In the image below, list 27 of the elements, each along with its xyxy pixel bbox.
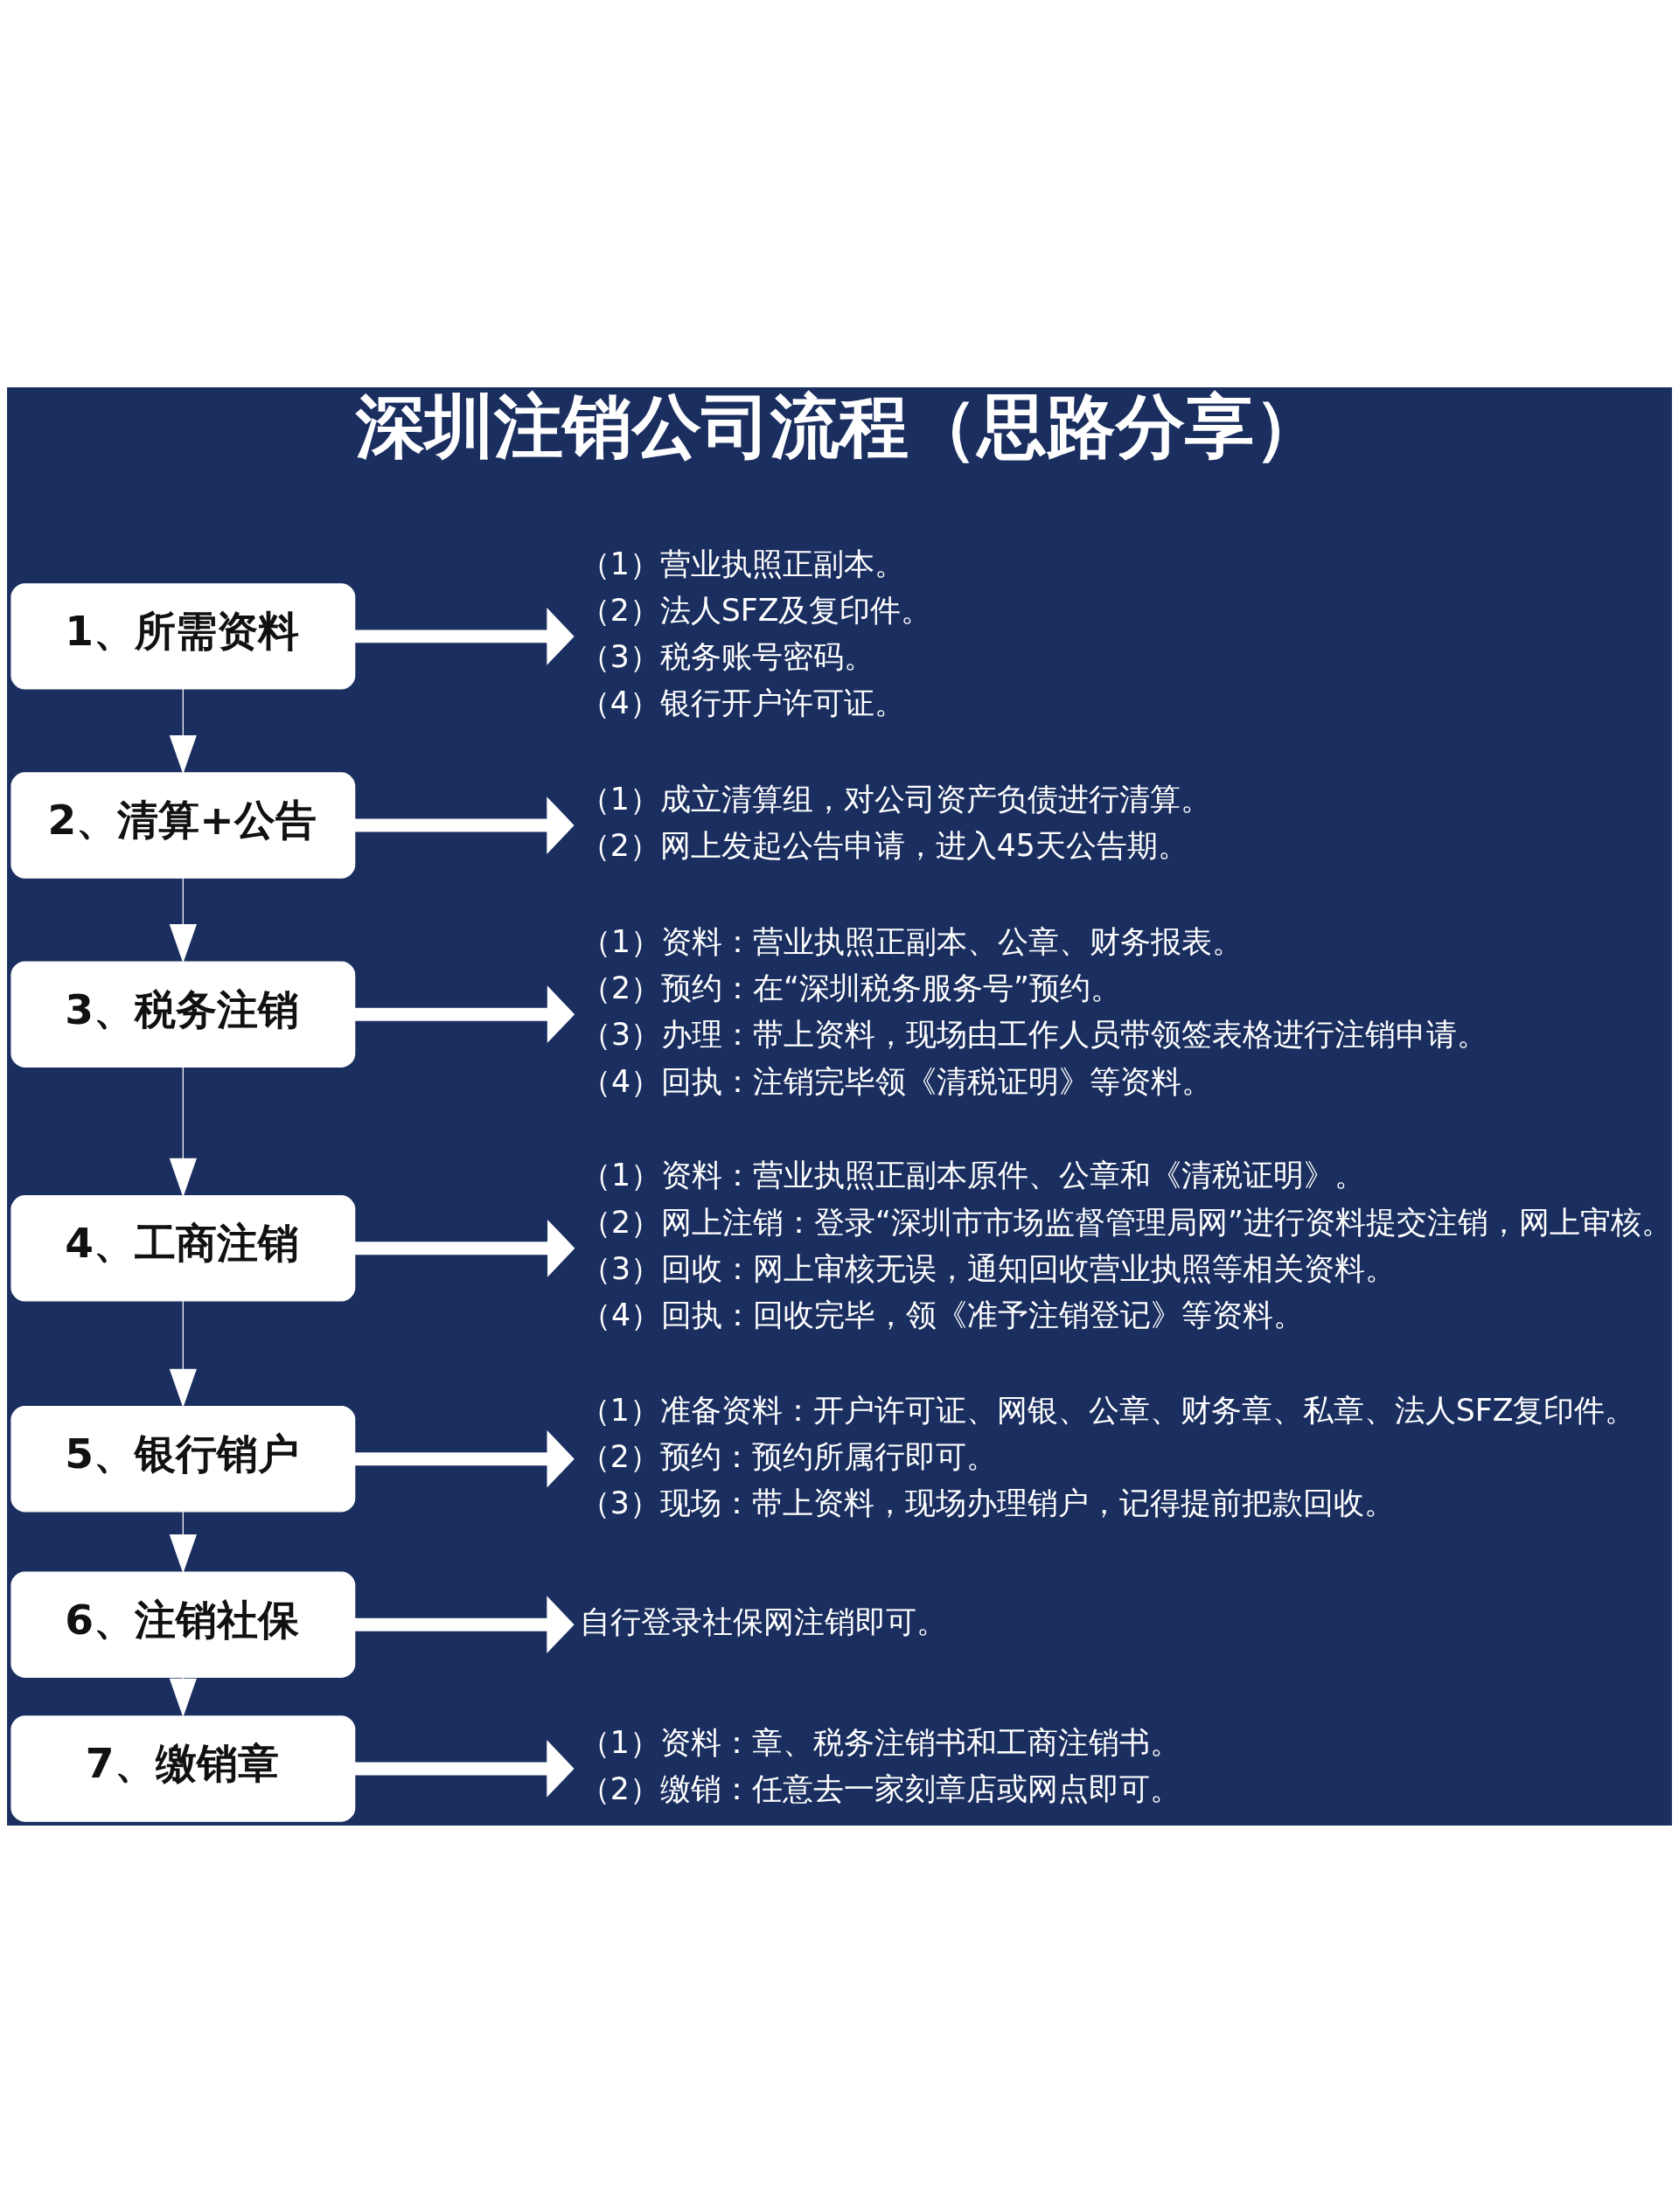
- diagram-title: 深圳注销公司流程（思路分享）: [355, 385, 1323, 467]
- node-box: 4、工商注销: [10, 1194, 356, 1301]
- node-text: 自行登录社保网注销即可。: [579, 1603, 947, 1639]
- node-box: 7、缴销章: [10, 1715, 356, 1822]
- arrow: [354, 607, 575, 665]
- arrow: [355, 984, 575, 1043]
- node-text: （1）成立清算组，对公司资产负债进行清算。 （2）网上发起公告申请，进入45天公告期。: [579, 781, 1211, 863]
- arrow: [169, 1678, 197, 1717]
- arrow: [354, 1739, 575, 1798]
- arrow: [169, 877, 197, 963]
- arrow: [355, 1595, 575, 1653]
- node-box: 2、清算+公告: [10, 771, 356, 879]
- arrow: [169, 687, 197, 775]
- node-box: 5、银行销户: [10, 1405, 356, 1512]
- node-text: （1）准备资料：开户许可证、网银、公章、财务章、私章、法人SFZ复印件。 （2）预约：预约所属行即可。 （3）现场：带上资料，现场办理销户，记得提前把款回收。: [579, 1392, 1636, 1520]
- node-box: 3、税务注销: [10, 961, 356, 1068]
- arrow: [354, 1429, 575, 1488]
- arrow: [169, 1066, 197, 1197]
- arrow: [354, 1219, 575, 1277]
- node-box: 1、所需资料: [10, 582, 356, 690]
- node-text: （1）资料：章、税务注销书和工商注销书。 （2）缴销：任意去一家刻章店或网点即可。: [579, 1724, 1181, 1806]
- node-text: （1）营业执照正副本。 （2）法人SFZ及复印件。 （3）税务账号密码。 （4）银行开户许可证。: [579, 546, 932, 720]
- node-text: （1）资料：营业执照正副本原件、公章和《清税证明》。 （2）网上注销：登录“深圳市市场监督管理局网”进行资料提交注销，网上审核。 （3）回收：网上审核无误，通知回收营业执照等相关资料。 （4）回执：回收完毕，领《准予注销登记》等资料。: [580, 1157, 1672, 1332]
- arrow: [169, 1299, 197, 1408]
- node-text: （1）资料：营业执照正副本、公章、财务报表。 （2）预约：在“深圳税务服务号”预约。 （3）办理：带上资料，现场由工作人员带领签表格进行注销申请。 （4）回执：注销完毕领《清税证明》等资料。: [580, 923, 1488, 1099]
- arrow: [169, 1511, 197, 1574]
- arrow: [355, 796, 575, 854]
